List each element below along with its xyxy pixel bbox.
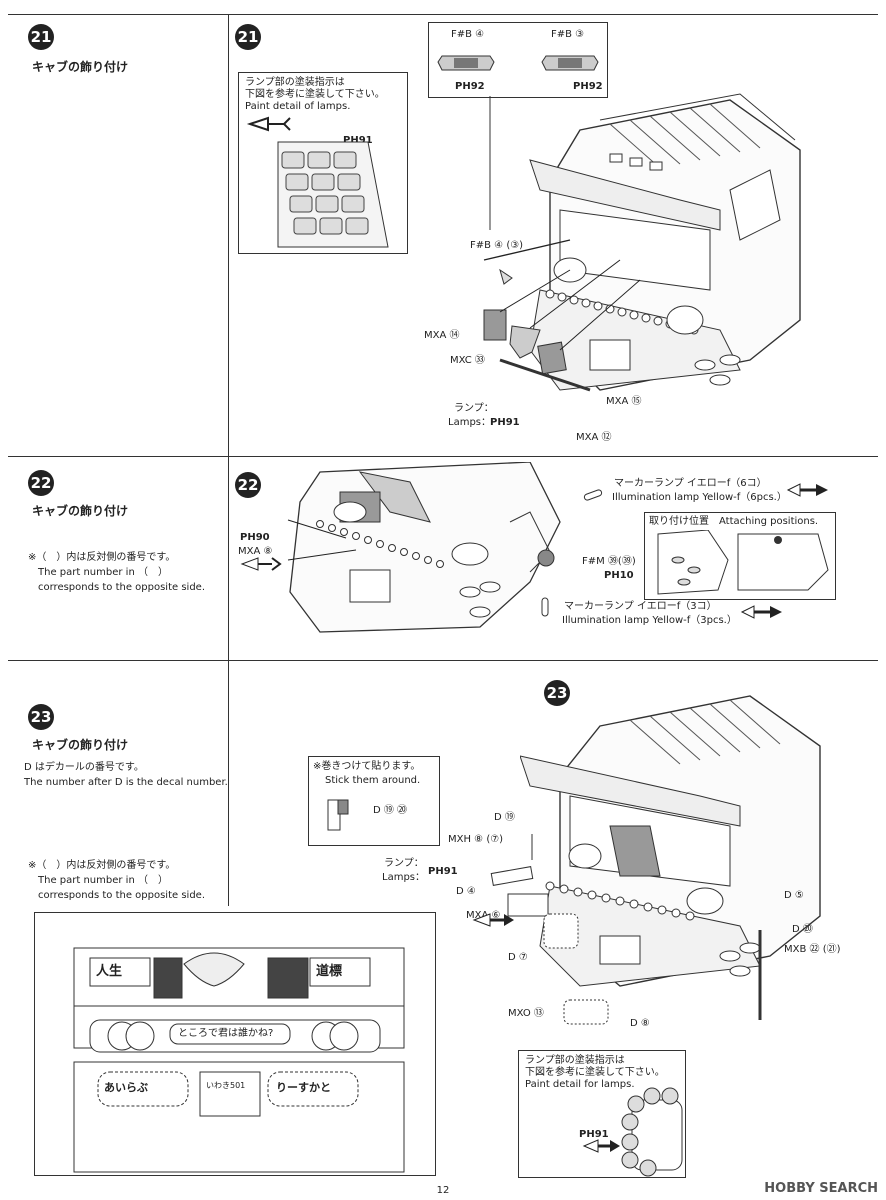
mxa14-label: MXA ⑭ xyxy=(424,330,460,341)
brand-watermark: HOBBY SEARCH xyxy=(764,1181,878,1196)
fb4-label: F#B ④ xyxy=(451,29,485,40)
ph90-label: PH90 xyxy=(240,532,270,543)
top-border xyxy=(8,14,878,15)
marker3-jp: マーカーランプ イエローf（3コ） xyxy=(564,601,717,612)
marker6-en: Illumination lamp Yellow-f（6pcs.） xyxy=(612,492,787,503)
truck-cab-illustration-23 xyxy=(520,695,821,987)
step-22-left-arrows xyxy=(240,519,357,571)
step-21-parts-arrows xyxy=(483,96,641,392)
double-arrow-icon xyxy=(740,605,782,619)
attach-positions-illustration xyxy=(657,530,829,595)
ph92-right: PH92 xyxy=(573,81,603,92)
d8-label: D ⑧ xyxy=(630,1018,650,1029)
d20-label: D ⑳ xyxy=(792,924,813,935)
ph91b-label: PH91 xyxy=(579,1129,609,1140)
lamps-ph91: PH91 xyxy=(490,417,520,428)
step-21-badge: 21 xyxy=(28,24,54,50)
lamps-en-label: Lamps： xyxy=(448,417,491,428)
paint-23-jp-1: ランプ部の塗装指示は xyxy=(525,1055,625,1066)
mirror-part-icon xyxy=(537,549,555,567)
fb3-label: F#B ③ xyxy=(551,29,585,40)
lamps-en-23: Lamps： xyxy=(382,872,425,883)
double-arrow-icon xyxy=(240,557,259,571)
mxh-label: MXH ⑧ (⑦) xyxy=(448,834,504,845)
fm64-label: F#M ㊴(㊴) xyxy=(582,556,636,567)
step-21-badge-right: 21 xyxy=(235,24,261,50)
step-22-note-1: ※（ ）内は反対側の番号です。 xyxy=(28,552,176,563)
marker-lamp-small-icon xyxy=(541,597,549,617)
d7-label: D ⑦ xyxy=(508,952,528,963)
d19-20-label: D ⑲ ⑳ xyxy=(373,805,408,816)
double-arrow-icon xyxy=(246,116,284,132)
step-21-title: キャブの飾り付け xyxy=(32,60,129,74)
step-23-badge: 23 xyxy=(28,704,54,730)
attach-label: 取り付け位置 Attaching positions. xyxy=(649,516,819,527)
double-arrow-icon xyxy=(786,483,828,497)
sign-right: 道標 xyxy=(316,964,343,979)
decal-note: D はデカールの番号です。 The number after D is the … xyxy=(24,760,228,790)
step-22-badge-right: 22 xyxy=(235,472,261,498)
marker6-jp: マーカーランプ イエローf（6コ） xyxy=(614,478,767,489)
column-divider xyxy=(228,14,229,906)
marker-lamp-icon xyxy=(583,489,603,501)
mxa8-label: MXA ⑧ xyxy=(238,546,273,557)
wrap-jp: ※巻きつけて貼ります。 xyxy=(313,761,421,772)
paint-23-en: Paint detail for lamps. xyxy=(525,1079,635,1090)
paint-note-jp-1: ランプ部の塗装指示は xyxy=(245,77,345,88)
paint-note-en: Paint detail of lamps. xyxy=(245,101,351,112)
truck-front-illustration-22 xyxy=(289,462,561,633)
center-plate: いわき501 xyxy=(206,1081,246,1090)
mxa15-label: MXA ⑮ xyxy=(606,396,642,407)
paint-note-jp-2: 下図を参考に塗装して下さい。 xyxy=(245,89,385,100)
step-23-note-1: ※（ ）内は反対側の番号です。 xyxy=(28,860,176,871)
mxb-label: MXB ㉒ (㉑) xyxy=(784,944,841,955)
decal-note-2: The number after D is the decal number. xyxy=(24,777,228,788)
step-22-note-2: The part number in （ ） xyxy=(38,567,168,578)
decal-note-1: D はデカールの番号です。 xyxy=(24,762,144,773)
step-23-note-2: The part number in （ ） xyxy=(38,875,168,886)
step-22-title: キャブの飾り付け xyxy=(32,504,129,518)
d5-label: D ⑤ xyxy=(784,890,804,901)
plate-left: あいらぶ xyxy=(104,1081,148,1094)
paint-23-jp-2: 下図を参考に塗装して下さい。 xyxy=(525,1067,665,1078)
plate-right: りーすかと xyxy=(276,1081,331,1094)
lamps-jp-label: ランプ： xyxy=(454,403,494,414)
bumper-art-illustration xyxy=(73,947,405,1173)
step-23-title: キャブの飾り付け xyxy=(32,738,129,752)
marker3-en: Illumination lamp Yellow-f（3pcs.） xyxy=(562,615,737,626)
row-divider-1 xyxy=(8,456,878,457)
step-23-note: ※（ ）内は反対側の番号です。 The part number in （ ） c… xyxy=(28,858,205,903)
mxo13-label: MXO ⑬ xyxy=(508,1008,544,1019)
step-22-note-3: corresponds to the opposite side. xyxy=(38,582,205,593)
step-22-badge: 22 xyxy=(28,470,54,496)
d4-label: D ④ xyxy=(456,886,476,897)
post-decal-illustration xyxy=(327,799,349,831)
fb43-label: F#B ④ (③) xyxy=(470,240,524,251)
d19-label: D ⑲ xyxy=(494,812,515,823)
row-divider-2 xyxy=(8,660,878,661)
page-number: 12 xyxy=(436,1185,450,1196)
lamp-grid-illustration xyxy=(246,116,389,248)
top-lamps-illustration xyxy=(437,55,599,71)
step-23-badge-right: 23 xyxy=(544,680,570,706)
mxc33-label: MXC ㉝ xyxy=(450,355,485,366)
mxa12-label: MXA ⑫ xyxy=(576,432,612,443)
lamps-jp-23: ランプ： xyxy=(384,858,424,869)
ph92-left: PH92 xyxy=(455,81,485,92)
lamps-ph91-23: PH91 xyxy=(428,866,458,877)
mxa6-label: MXA ⑥ xyxy=(466,910,501,921)
banner-text: ところで君は誰かね? xyxy=(178,1028,274,1039)
step-22-note: ※（ ）内は反対側の番号です。 The part number in （ ） c… xyxy=(28,550,205,595)
step-23-parts xyxy=(472,834,762,1025)
sign-left: 人生 xyxy=(96,964,123,979)
ph10-label: PH10 xyxy=(604,570,634,581)
ph91-label: PH91 xyxy=(343,135,373,146)
step-23-note-3: corresponds to the opposite side. xyxy=(38,890,205,901)
truck-cab-illustration-21 xyxy=(529,93,801,391)
wrap-en: Stick them around. xyxy=(325,775,421,786)
lamp-frame-illustration xyxy=(582,1087,683,1177)
